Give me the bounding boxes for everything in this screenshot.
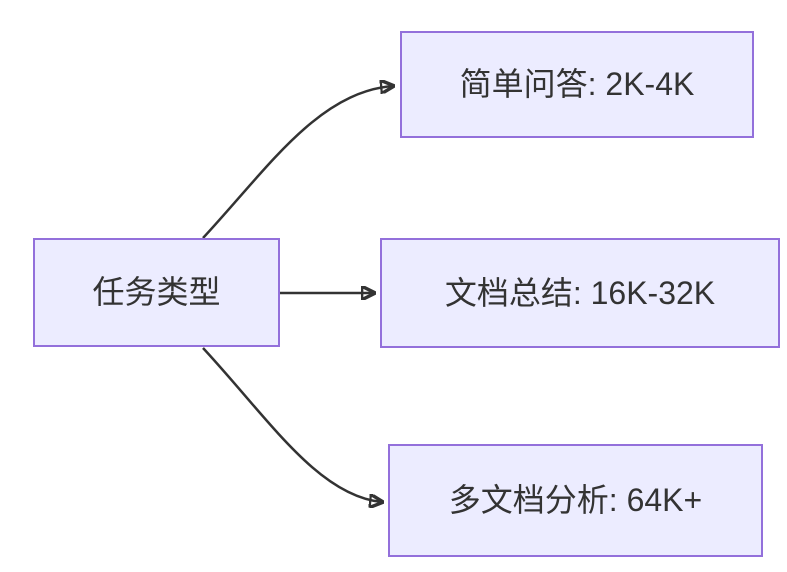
node-doc-summary-label: 文档总结: 16K-32K xyxy=(444,274,716,311)
node-multi-doc-analysis-label: 多文档分析: 64K+ xyxy=(448,482,703,519)
edge-root-to-simple-qa xyxy=(202,86,393,239)
edge-root-to-multi-doc xyxy=(202,347,382,502)
node-multi-doc-analysis: 多文档分析: 64K+ xyxy=(388,444,763,557)
node-simple-qa: 简单问答: 2K-4K xyxy=(400,31,754,138)
node-doc-summary: 文档总结: 16K-32K xyxy=(380,238,780,348)
node-task-type-label: 任务类型 xyxy=(92,274,221,311)
node-task-type: 任务类型 xyxy=(33,238,280,347)
node-simple-qa-label: 简单问答: 2K-4K xyxy=(459,66,695,103)
